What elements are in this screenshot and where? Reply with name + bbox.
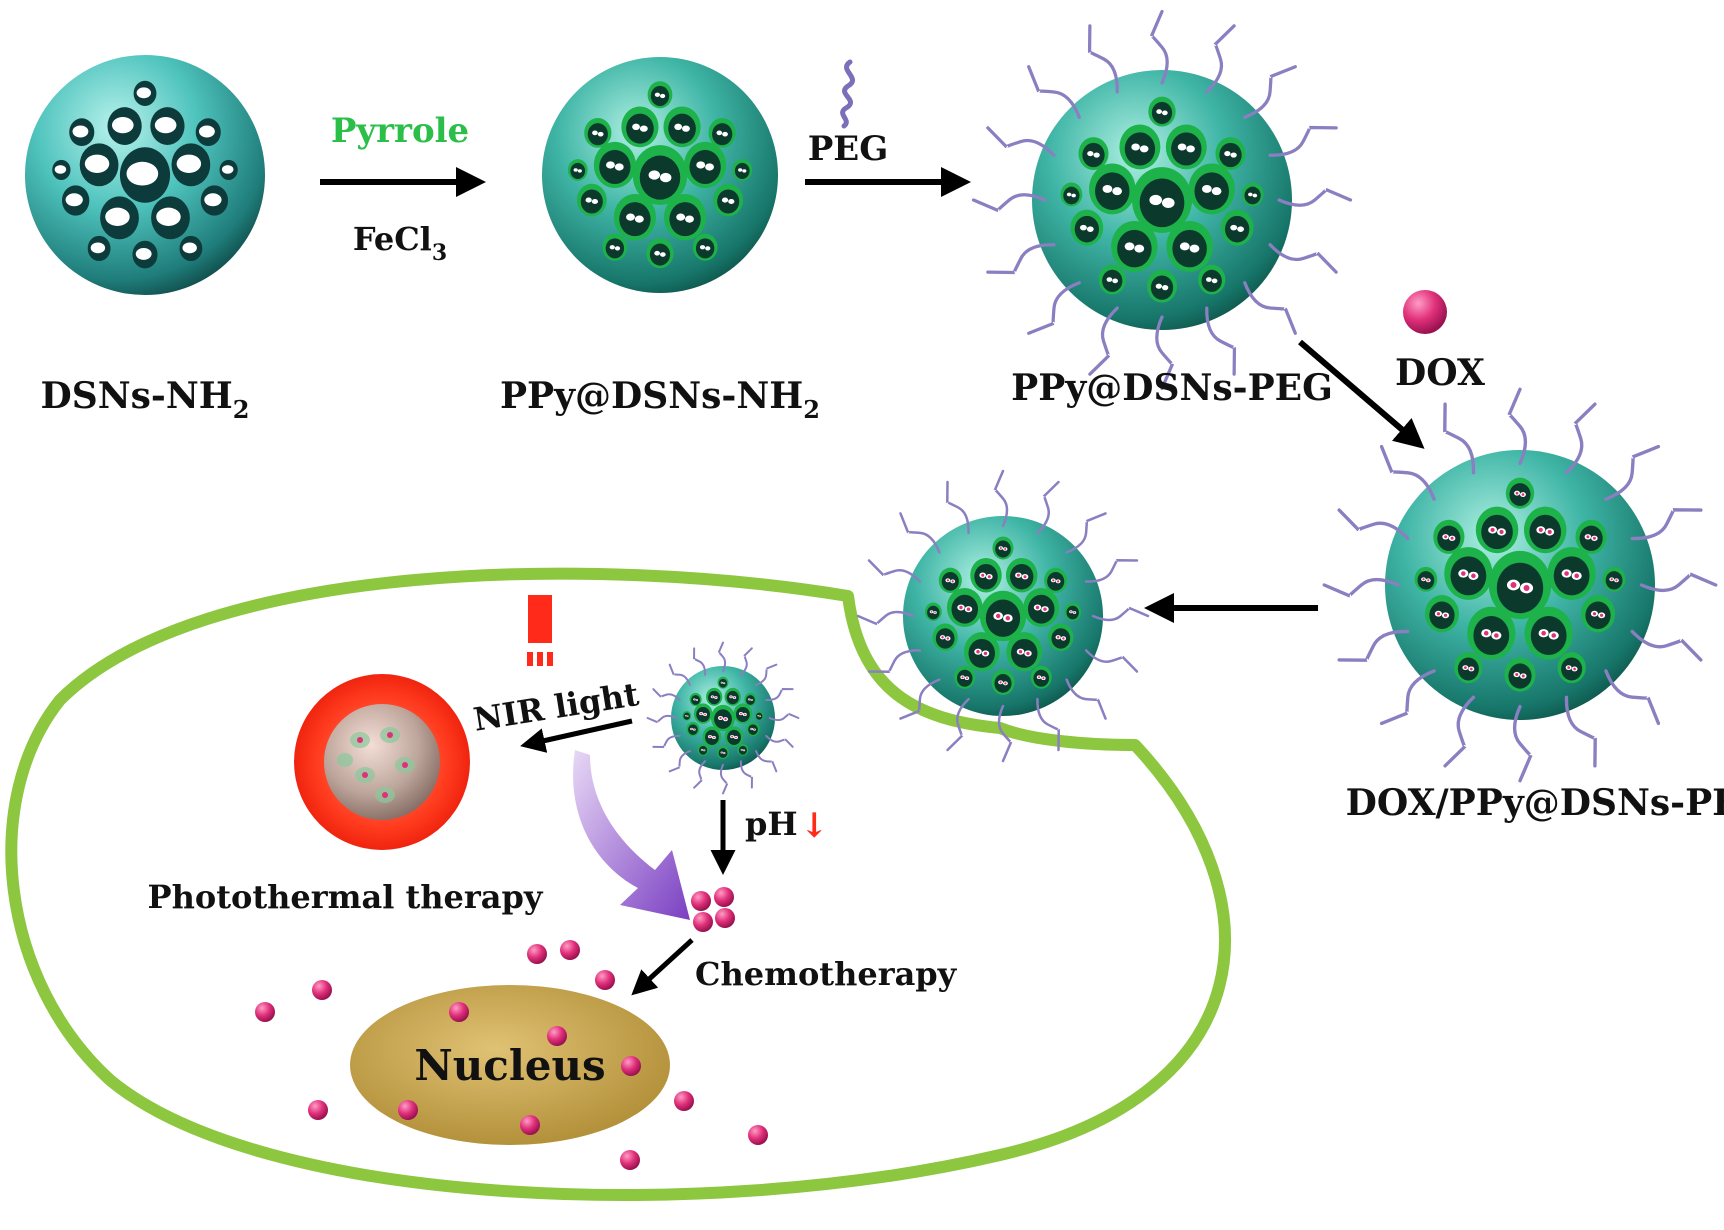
label-ppy-dsns-nh2: PPy@DSNs-NH2 [500, 375, 820, 424]
particle-ppy-dsns-nh2 [542, 57, 778, 293]
dox-cluster [691, 887, 735, 932]
label-dsns-nh2: DSNs-NH2 [41, 375, 250, 424]
particle-dsns-nh2 [25, 55, 265, 295]
reagent-peg: PEG [808, 129, 889, 169]
dox-molecule-icon [1403, 290, 1447, 334]
particle-ppy-dsns-peg [971, 9, 1353, 391]
particle-dox-ppy-dsns-peg [1322, 387, 1718, 783]
photothermal-particle [294, 674, 470, 850]
reagent-dox: DOX [1395, 352, 1485, 394]
photothermal-label: Photothermal therapy [148, 878, 544, 916]
chemo-arrow [631, 938, 694, 996]
particle-entering-cell [856, 469, 1150, 763]
peg-chain-icon [840, 59, 855, 129]
nir-light-label: NIR light [471, 675, 642, 739]
nir-arrow [520, 718, 633, 753]
laser-icon [527, 595, 553, 666]
reagent-pyrrole: Pyrrole [331, 111, 469, 151]
arrow-dox [1298, 339, 1425, 449]
chemotherapy-label: Chemotherapy [695, 955, 958, 993]
label-ppy-dsns-peg: PPy@DSNs-PEG [1011, 367, 1333, 409]
nucleus-label: Nucleus [414, 1041, 605, 1090]
free-dox [255, 940, 768, 1170]
curved-arrow-icon [573, 750, 690, 920]
ph-label: pH [745, 805, 798, 843]
nucleus [350, 985, 670, 1145]
ph-down-arrow: ↓ [800, 806, 829, 846]
reagent-fecl3: FeCl3 [353, 220, 447, 266]
label-dox-ppy-dsns-peg: DOX/PPy@DSNs-PEG [1346, 782, 1724, 824]
small-particle [646, 641, 800, 795]
